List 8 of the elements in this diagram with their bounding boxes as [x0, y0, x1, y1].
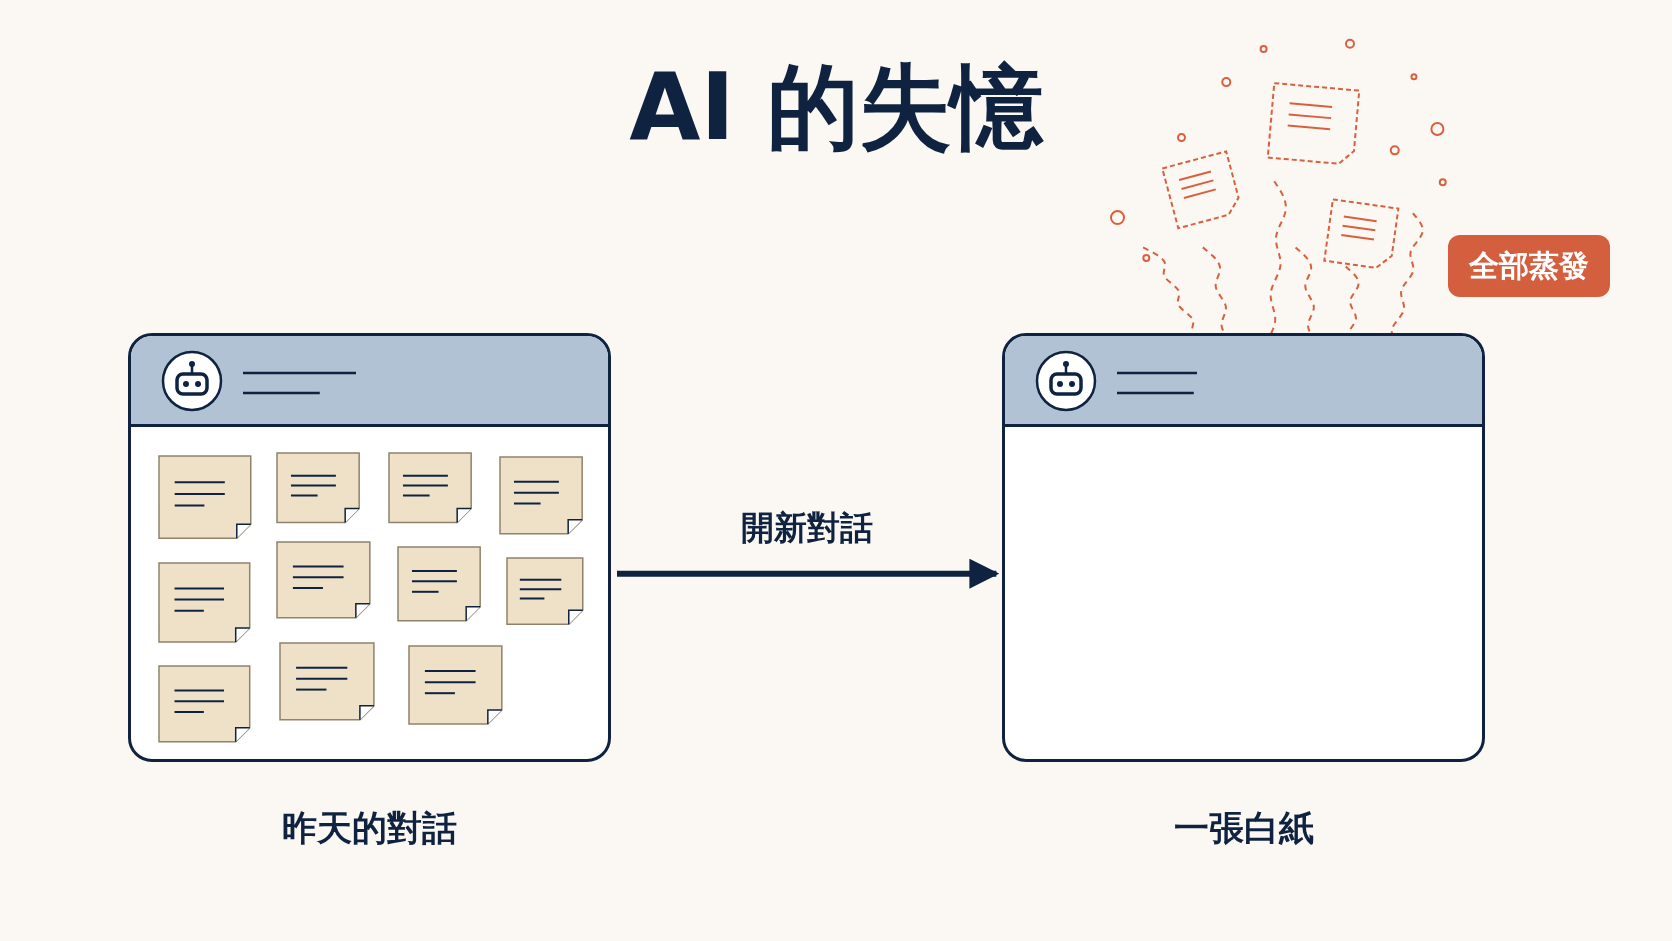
- status-badge: 全部蒸發: [1448, 234, 1611, 298]
- title: AI 的失憶: [628, 61, 1045, 154]
- window-caption: 一張白紙: [1172, 807, 1315, 851]
- chat-window: [1002, 332, 1486, 763]
- window-caption: 昨天的對話: [280, 807, 458, 851]
- arrow: [617, 558, 1000, 589]
- edge-label: 開新對話: [739, 506, 874, 549]
- chat-window: [127, 332, 611, 763]
